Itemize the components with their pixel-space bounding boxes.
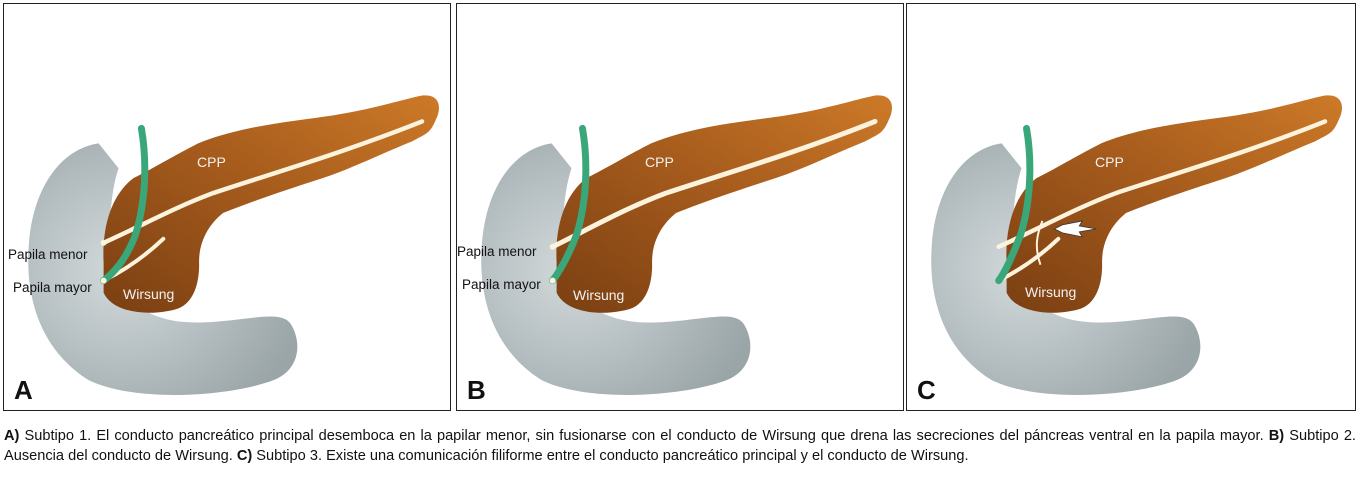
pancreas: [103, 95, 439, 313]
pancreas-diagram-c: [931, 95, 1343, 395]
arrow-icon: [1053, 220, 1097, 238]
panel-b: CPP Papila menor Papila mayor Wirsung B: [456, 3, 904, 411]
main-pancreatic-duct: [996, 119, 1328, 250]
caption-a-label: A): [4, 428, 20, 444]
caption-c-text: Subtipo 3. Existe una comunicación filif…: [252, 448, 969, 464]
caption-a-text: Subtipo 1. El conducto pancreático princ…: [19, 428, 1269, 444]
cpp-label: CPP: [1095, 154, 1124, 170]
common-bile-duct: [100, 124, 149, 285]
panel-c: CPP Wirsung C: [906, 3, 1356, 411]
papila-mayor-label: Papila mayor: [462, 277, 541, 292]
caption-b-label: B): [1268, 428, 1285, 444]
papila-menor-label: Papila menor: [8, 247, 88, 262]
caption-b-text: Subtipo 2. Ausencia del conducto de Wirs…: [4, 428, 1356, 464]
common-bile-duct: [549, 124, 590, 285]
panel-a: CPP Papila menor Papila mayor Wirsung A: [3, 3, 451, 411]
papila-menor-marker: [100, 239, 107, 246]
wirsung-label: Wirsung: [573, 287, 625, 303]
papila-mayor-label: Papila mayor: [13, 280, 92, 295]
panel-letter: C: [917, 375, 936, 405]
main-pancreatic-duct: [550, 118, 878, 250]
panel-letter: A: [14, 375, 33, 405]
duodenum: [28, 143, 298, 395]
communicating-duct: [1035, 220, 1044, 266]
pancreas-diagram-a: [28, 95, 439, 395]
figure-caption: A) Subtipo 1. El conducto pancreático pr…: [4, 426, 1356, 466]
duodenum: [481, 143, 751, 395]
common-bile-duct: [995, 124, 1034, 285]
caption-c-label: C): [236, 448, 253, 464]
wirsung-label: Wirsung: [1025, 284, 1077, 300]
main-pancreatic-duct: [101, 119, 425, 246]
papila-mayor-marker: [100, 277, 107, 284]
duodenum: [931, 143, 1201, 395]
cpp-label: CPP: [197, 154, 226, 170]
cpp-label: CPP: [645, 154, 674, 170]
wirsung-label: Wirsung: [123, 286, 175, 302]
pancreas-diagram-b: [481, 95, 892, 395]
panel-letter: B: [467, 375, 486, 405]
papila-menor-marker: [549, 243, 556, 250]
papila-mayor-marker: [549, 277, 556, 284]
pancreas: [556, 95, 892, 313]
papila-menor-label: Papila menor: [457, 244, 537, 259]
pancreas: [1006, 95, 1343, 313]
